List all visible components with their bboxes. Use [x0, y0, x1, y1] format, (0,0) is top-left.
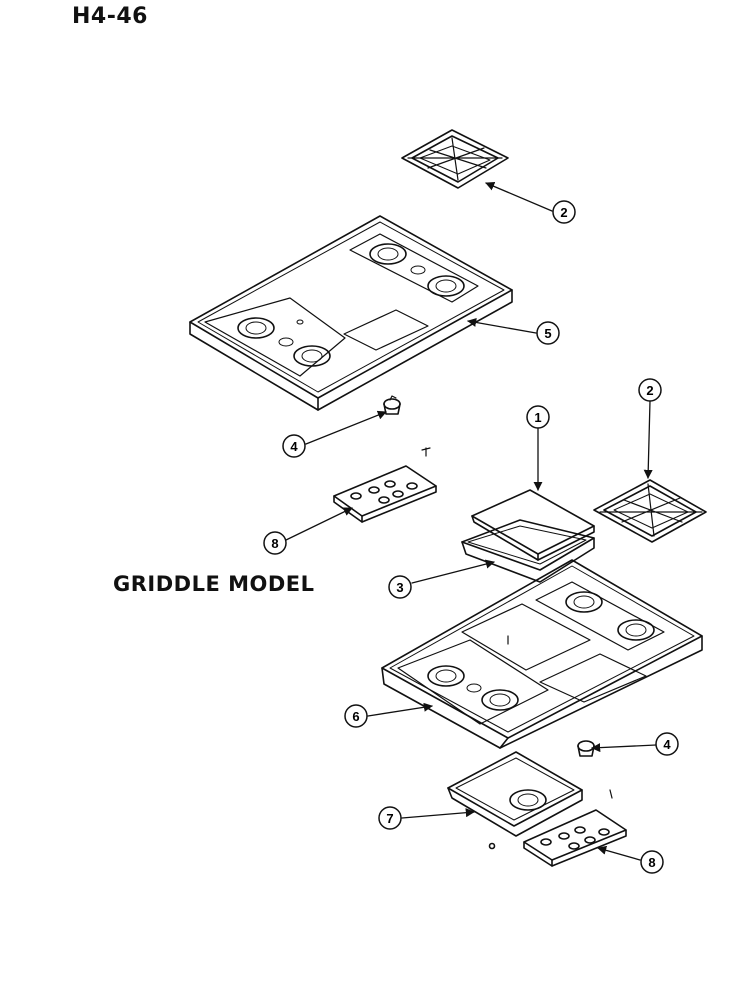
callout-number: 7 [386, 811, 393, 826]
cooktop-standard [189, 215, 513, 411]
control-panel-bottom [523, 809, 627, 867]
griddle-plate [471, 489, 595, 561]
burner-grate-right [593, 479, 707, 543]
callout-4-top: 4 [282, 434, 306, 458]
callout-number: 6 [352, 709, 359, 724]
griddle-frame [461, 519, 595, 583]
burner-grate-top [401, 129, 509, 189]
callout-number: 2 [646, 383, 653, 398]
callout-1: 1 [526, 405, 550, 429]
callout-number: 1 [534, 410, 541, 425]
control-panel-top [333, 447, 437, 523]
callout-number: 4 [290, 439, 298, 454]
drip-pan [447, 751, 613, 850]
callout-2-right: 2 [638, 378, 662, 402]
callout-number: 2 [560, 205, 567, 220]
callout-6: 6 [344, 704, 368, 728]
control-knob-top [383, 395, 401, 415]
page-code: H4-46 [72, 4, 148, 29]
callout-number: 8 [271, 536, 278, 551]
callout-2-top: 2 [552, 200, 576, 224]
callout-4-bottom: 4 [655, 732, 679, 756]
callout-number: 5 [544, 326, 551, 341]
callout-8-top: 8 [263, 531, 287, 555]
leader-lines [285, 182, 657, 861]
callout-7: 7 [378, 806, 402, 830]
callout-5: 5 [536, 321, 560, 345]
callout-number: 8 [648, 855, 655, 870]
callout-number: 4 [663, 737, 671, 752]
cooktop-griddle-model [381, 559, 703, 749]
callout-8-bottom: 8 [640, 850, 664, 874]
callout-3: 3 [388, 575, 412, 599]
griddle-model-label: GRIDDLE MODEL [113, 572, 315, 596]
callout-number: 3 [396, 580, 403, 595]
